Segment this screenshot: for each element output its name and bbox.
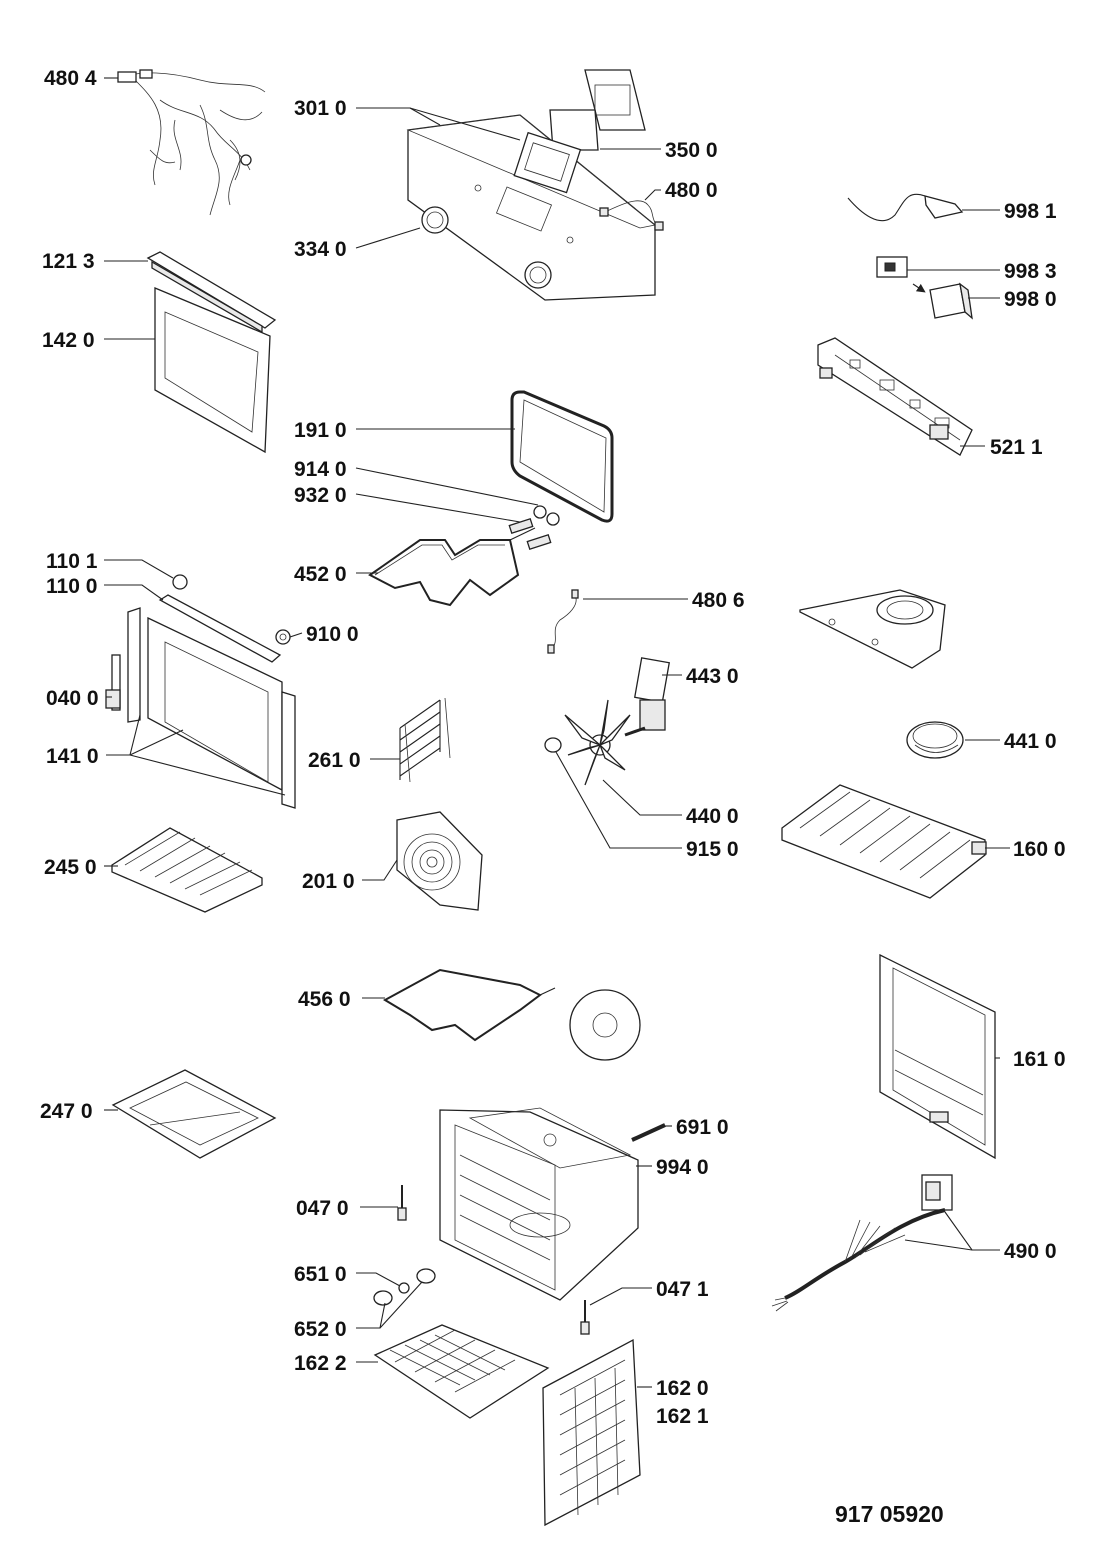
label-440-0: 440 0 (686, 805, 739, 828)
label-162-2: 162 2 (294, 1352, 347, 1375)
label-915-0: 915 0 (686, 838, 739, 861)
label-443-0: 443 0 (686, 665, 739, 688)
fan-motor-part (624, 657, 671, 737)
inner-door-part (127, 607, 296, 809)
label-161-0: 161 0 (1013, 1048, 1066, 1071)
fan-housing-part (799, 589, 946, 669)
label-334-0: 334 0 (294, 238, 347, 261)
label-480-4: 480 4 (44, 67, 97, 90)
label-452-0: 452 0 (294, 563, 347, 586)
knob-part (421, 206, 552, 289)
label-047-1: 047 1 (656, 1278, 709, 1301)
part-labels: 480 4 301 0 350 0 480 0 334 0 121 3 142 … (40, 67, 1066, 1428)
label-521-1: 521 1 (990, 436, 1043, 459)
door-profile-part (146, 251, 277, 334)
label-480-0: 480 0 (665, 179, 718, 202)
label-162-0: 162 0 (656, 1377, 709, 1400)
probe-part (580, 1300, 590, 1335)
bottom-element-part (382, 968, 556, 1042)
label-247-0: 247 0 (40, 1100, 93, 1123)
oven-cavity-part (439, 989, 641, 1301)
deep-tray-part (111, 1069, 277, 1159)
label-160-0: 160 0 (1013, 838, 1066, 861)
oven-lamp-part (373, 1268, 436, 1306)
fan-ring-part (906, 721, 964, 759)
wire-shelf-part (781, 784, 987, 899)
label-121-3: 121 3 (42, 250, 95, 273)
hinge-part (105, 654, 121, 711)
power-cord-part (771, 1174, 953, 1312)
label-994-0: 994 0 (656, 1156, 709, 1179)
label-490-0: 490 0 (1004, 1240, 1057, 1263)
label-141-0: 141 0 (46, 745, 99, 768)
pin-part (631, 1123, 666, 1142)
side-rack-part (399, 697, 451, 783)
temperature-sensor-part (397, 1185, 407, 1221)
label-110-0: 110 0 (46, 575, 97, 598)
display-cable-part (599, 200, 664, 231)
label-932-0: 932 0 (294, 484, 347, 507)
label-652-0: 652 0 (294, 1318, 347, 1341)
electronic-module-part (876, 256, 973, 320)
label-910-0: 910 0 (306, 623, 359, 646)
label-998-0: 998 0 (1004, 288, 1057, 311)
label-998-1: 998 1 (1004, 200, 1057, 223)
power-board-part (817, 337, 973, 456)
label-261-0: 261 0 (308, 749, 361, 772)
label-142-0: 142 0 (42, 329, 95, 352)
lamp-cover-part (275, 629, 291, 645)
fan-back-panel-part (396, 811, 483, 911)
label-245-0: 245 0 (44, 856, 97, 879)
label-162-1: 162 1 (656, 1405, 709, 1428)
label-480-6: 480 6 (692, 589, 745, 612)
fan-blade-part (544, 699, 631, 786)
label-651-0: 651 0 (294, 1263, 347, 1286)
grill-element-part (368, 505, 560, 607)
sensor-wire-part (547, 589, 579, 654)
leader-lines (104, 77, 1010, 1388)
baking-tray-part (111, 827, 263, 913)
oven-back-wall-part (879, 953, 996, 1160)
label-040-0: 040 0 (46, 687, 99, 710)
display-bracket-part (513, 69, 646, 194)
wiring-harness-part (117, 69, 266, 216)
label-201-0: 201 0 (302, 870, 355, 893)
label-691-0: 691 0 (676, 1116, 729, 1139)
document-number: 917 05920 (835, 1501, 944, 1527)
side-panel-part (542, 1338, 641, 1527)
label-914-0: 914 0 (294, 458, 347, 481)
oven-base-panel-part (373, 1324, 550, 1419)
door-frame-top-part (158, 574, 282, 663)
label-047-0: 047 0 (296, 1197, 349, 1220)
label-998-3: 998 3 (1004, 260, 1057, 283)
door-seal-part (510, 390, 614, 523)
label-456-0: 456 0 (298, 988, 351, 1011)
outer-glass-part (154, 287, 271, 454)
label-301-0: 301 0 (294, 97, 347, 120)
sensor-cable-part (847, 193, 964, 222)
label-110-1: 110 1 (46, 550, 98, 573)
label-441-0: 441 0 (1004, 730, 1057, 753)
label-191-0: 191 0 (294, 419, 347, 442)
label-350-0: 350 0 (665, 139, 718, 162)
